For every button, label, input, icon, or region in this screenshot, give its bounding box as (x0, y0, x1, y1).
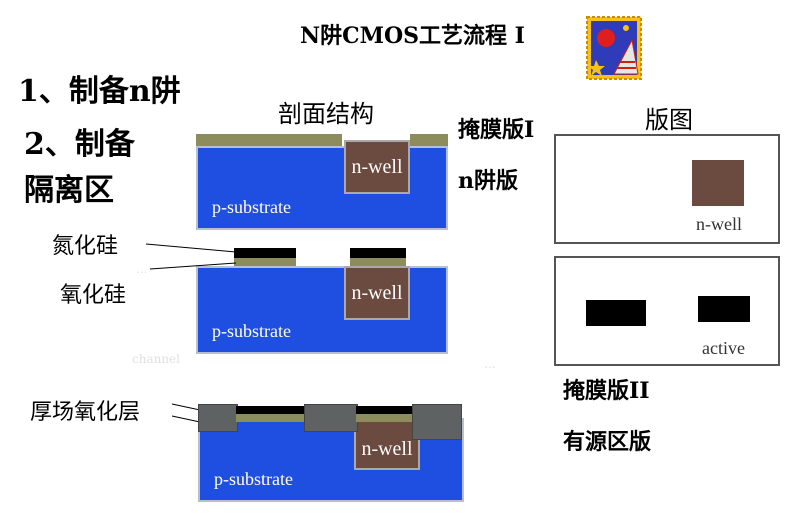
substrate-label: p-substrate (212, 321, 291, 341)
n-well: n-well (344, 266, 410, 320)
cross-section-3: p-substrate n-well (198, 404, 464, 502)
nwell-layout-label: n-well (696, 214, 742, 234)
field-oxide-label: 厚场氧化层 (30, 400, 141, 425)
n-well: n-well (354, 418, 420, 470)
active-region-2 (698, 296, 750, 322)
nitride-2 (350, 248, 406, 258)
cross-section-2: p-substrate n-well (196, 246, 448, 356)
active-region-1 (586, 300, 646, 326)
faint-text-middle: ... (484, 357, 496, 371)
n-well-label: n-well (351, 282, 403, 304)
n-well-label: n-well (351, 156, 403, 178)
pad-oxide-2 (356, 414, 412, 422)
oxide-leader (149, 262, 237, 270)
party-hat-icon (586, 16, 642, 80)
step-2-heading: 2、制备 隔离区 (24, 122, 135, 214)
substrate-label: p-substrate (214, 469, 293, 489)
pad-oxide-2 (350, 258, 406, 268)
nitride-1 (236, 406, 304, 414)
step-2-line-2: 隔离区 (24, 173, 114, 208)
cross-section-caption: 剖面结构 (278, 100, 374, 128)
faint-text-left: channel (132, 352, 180, 366)
silicon-nitride-label: 氮化硅 (52, 234, 119, 259)
field-oxide-2 (304, 404, 358, 432)
field-oxide-1 (198, 404, 238, 432)
n-well: n-well (344, 140, 410, 194)
oxide-film-left (196, 134, 342, 146)
page-title: N阱CMOS工艺流程 I (300, 23, 525, 49)
mask-1-caption: 掩膜版I (458, 117, 535, 143)
nitride-2 (356, 406, 412, 414)
nitride-leader (145, 243, 237, 253)
layout-panel-active: active (554, 256, 780, 366)
layout-caption: 版图 (645, 106, 693, 134)
nwell-layout-block (692, 160, 744, 206)
substrate-label: p-substrate (212, 197, 291, 217)
mask-2-caption: 掩膜版II (563, 378, 650, 404)
active-layout-label: active (702, 338, 745, 358)
field-oxide-leader-2 (171, 415, 201, 423)
n-well-label: n-well (361, 438, 413, 460)
faint-text-edge: ... (136, 262, 148, 276)
nwell-mask-caption: n阱版 (458, 168, 518, 194)
pad-oxide-1 (236, 414, 304, 422)
oxide-film-right (410, 134, 448, 146)
field-oxide-leader-1 (171, 403, 201, 411)
pad-oxide-1 (234, 258, 296, 268)
layout-panel-nwell: n-well (554, 134, 780, 244)
nitride-1 (234, 248, 296, 258)
field-oxide-3 (412, 404, 462, 440)
silicon-oxide-label: 氧化硅 (60, 283, 127, 308)
active-mask-caption: 有源区版 (563, 429, 652, 455)
cross-section-1: p-substrate n-well (196, 134, 448, 230)
step-1-heading: 1、制备n阱 (18, 74, 181, 109)
step-2-line-1: 2、制备 (24, 127, 135, 162)
